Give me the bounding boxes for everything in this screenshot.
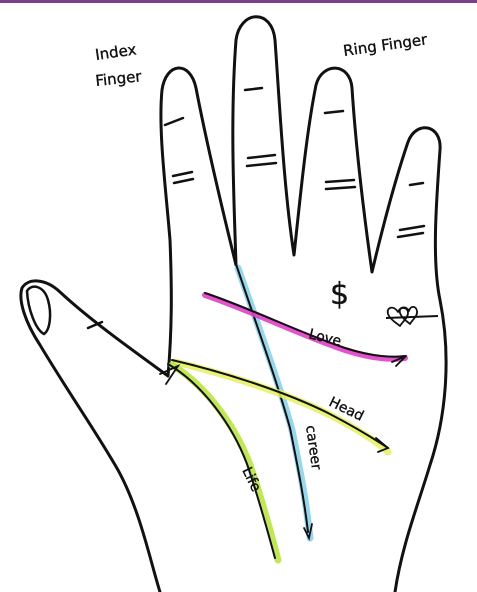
double-heart-icon <box>386 307 438 326</box>
middle-finger-creases <box>245 88 276 166</box>
label-index-finger: Index <box>94 40 138 64</box>
index-finger-creases <box>165 118 193 183</box>
little-finger-creases <box>398 183 424 237</box>
love-line-ink <box>205 293 406 357</box>
label-index-finger-2: Finger <box>95 67 144 90</box>
life-line-ink <box>168 364 275 558</box>
life-line <box>172 365 278 560</box>
head-line-ink <box>172 360 388 448</box>
label-ring-finger: Ring Finger <box>342 30 429 60</box>
money-symbol: $ <box>330 277 349 312</box>
label-career: career <box>302 424 324 471</box>
ring-finger-creases <box>325 111 355 189</box>
label-love: Love <box>307 326 343 350</box>
